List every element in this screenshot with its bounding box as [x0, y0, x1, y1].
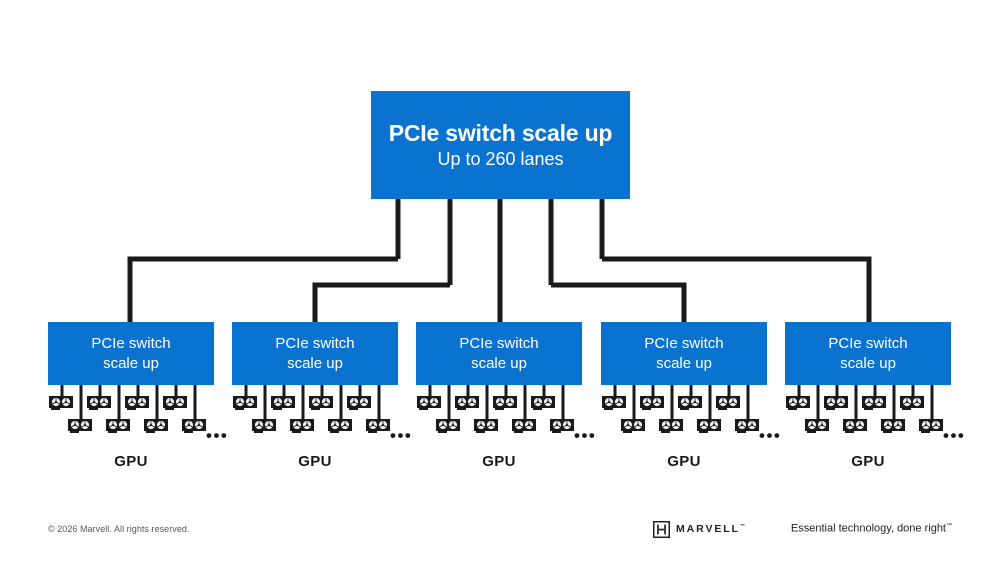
- gpu-ellipsis: •••: [759, 426, 782, 445]
- gpu-icon[interactable]: [716, 395, 742, 410]
- gpu-icon[interactable]: [106, 418, 132, 433]
- gpu-label-3: GPU: [482, 453, 516, 470]
- gpu-icon[interactable]: [366, 418, 392, 433]
- gpu-icon[interactable]: [163, 395, 189, 410]
- marvell-wordmark: MARVELL™: [676, 524, 745, 535]
- gpu-ellipsis: •••: [574, 426, 597, 445]
- leaf-pcie-switch-node-5[interactable]: PCIe switch scale up: [785, 322, 951, 385]
- gpu-icon[interactable]: [640, 395, 666, 410]
- leaf-switch-title-line2: scale up: [287, 354, 343, 372]
- gpu-cluster-1: •••: [48, 385, 248, 480]
- leaf-switch-title-line1: PCIe switch: [275, 335, 355, 353]
- leaf-pcie-switch-node-1[interactable]: PCIe switch scale up: [48, 322, 214, 385]
- marvell-tagline-text: Essential technology, done right: [790, 522, 946, 535]
- gpu-cluster-4: •••: [601, 385, 801, 480]
- gpu-icon[interactable]: [68, 418, 94, 433]
- gpu-icon[interactable]: [512, 418, 538, 433]
- gpu-ellipsis: •••: [206, 426, 229, 445]
- gpu-icon[interactable]: [881, 418, 907, 433]
- gpu-icon[interactable]: [805, 418, 831, 433]
- gpu-icon[interactable]: [843, 418, 869, 433]
- gpu-icon[interactable]: [271, 395, 297, 410]
- gpu-cluster-5: •••: [785, 385, 985, 480]
- gpu-icon[interactable]: [493, 395, 519, 410]
- leaf-switch-title-line1: PCIe switch: [828, 335, 908, 353]
- leaf-switch-title-line2: scale up: [656, 354, 712, 372]
- tagline-trademark-symbol: ™: [946, 523, 952, 530]
- gpu-icon[interactable]: [678, 395, 704, 410]
- marvell-wordmark-text: MARVELL: [676, 522, 740, 535]
- gpu-icon[interactable]: [347, 395, 373, 410]
- gpu-icon[interactable]: [252, 418, 278, 433]
- copyright-text: © 2026 Marvell. All rights reserved.: [48, 524, 190, 534]
- gpu-icon[interactable]: [824, 395, 850, 410]
- gpu-label-1: GPU: [114, 453, 148, 470]
- gpu-icon[interactable]: [290, 418, 316, 433]
- root-switch-title: PCIe switch scale up: [388, 119, 613, 146]
- gpu-icon[interactable]: [182, 418, 208, 433]
- leaf-pcie-switch-node-2[interactable]: PCIe switch scale up: [232, 322, 398, 385]
- gpu-label-5: GPU: [851, 453, 885, 470]
- gpu-icon[interactable]: [786, 395, 812, 410]
- leaf-switch-title-line1: PCIe switch: [644, 335, 724, 353]
- gpu-icon[interactable]: [621, 418, 647, 433]
- gpu-cluster-3: •••: [416, 385, 616, 480]
- gpu-icon[interactable]: [87, 395, 113, 410]
- gpu-ellipsis: •••: [943, 426, 966, 445]
- leaf-switch-title-line1: PCIe switch: [459, 335, 539, 353]
- gpu-icon[interactable]: [455, 395, 481, 410]
- leaf-switch-title-line2: scale up: [840, 354, 896, 372]
- gpu-icon[interactable]: [49, 395, 75, 410]
- gpu-ellipsis: •••: [390, 426, 413, 445]
- gpu-icon[interactable]: [862, 395, 888, 410]
- gpu-icon[interactable]: [125, 395, 151, 410]
- leaf-switch-title-line1: PCIe switch: [91, 335, 171, 353]
- gpu-icon[interactable]: [602, 395, 628, 410]
- root-switch-subtitle: Up to 260 lanes: [437, 148, 564, 169]
- gpu-icon[interactable]: [309, 395, 335, 410]
- leaf-pcie-switch-node-4[interactable]: PCIe switch scale up: [601, 322, 767, 385]
- gpu-icon[interactable]: [144, 418, 170, 433]
- gpu-icon[interactable]: [900, 395, 926, 410]
- marvell-logo-icon: [653, 520, 671, 538]
- gpu-icon[interactable]: [474, 418, 500, 433]
- marvell-trademark-symbol: ™: [739, 523, 745, 530]
- marvell-branding: MARVELL™ Essential technology, done righ…: [653, 519, 952, 539]
- gpu-icon[interactable]: [550, 418, 576, 433]
- gpu-icon[interactable]: [919, 418, 945, 433]
- leaf-switch-title-line2: scale up: [471, 354, 527, 372]
- gpu-icon[interactable]: [328, 418, 354, 433]
- gpu-icon[interactable]: [697, 418, 723, 433]
- leaf-switch-title-line2: scale up: [103, 354, 159, 372]
- gpu-icon[interactable]: [233, 395, 259, 410]
- leaf-pcie-switch-node-3[interactable]: PCIe switch scale up: [416, 322, 582, 385]
- gpu-icon[interactable]: [659, 418, 685, 433]
- gpu-icon[interactable]: [436, 418, 462, 433]
- gpu-icon[interactable]: [417, 395, 443, 410]
- gpu-cluster-2: •••: [232, 385, 432, 480]
- gpu-icon[interactable]: [735, 418, 761, 433]
- root-pcie-switch-node[interactable]: PCIe switch scale up Up to 260 lanes: [371, 91, 630, 199]
- gpu-label-4: GPU: [667, 453, 701, 470]
- gpu-icon[interactable]: [531, 395, 557, 410]
- marvell-tagline: Essential technology, done right™: [791, 523, 952, 535]
- gpu-label-2: GPU: [298, 453, 332, 470]
